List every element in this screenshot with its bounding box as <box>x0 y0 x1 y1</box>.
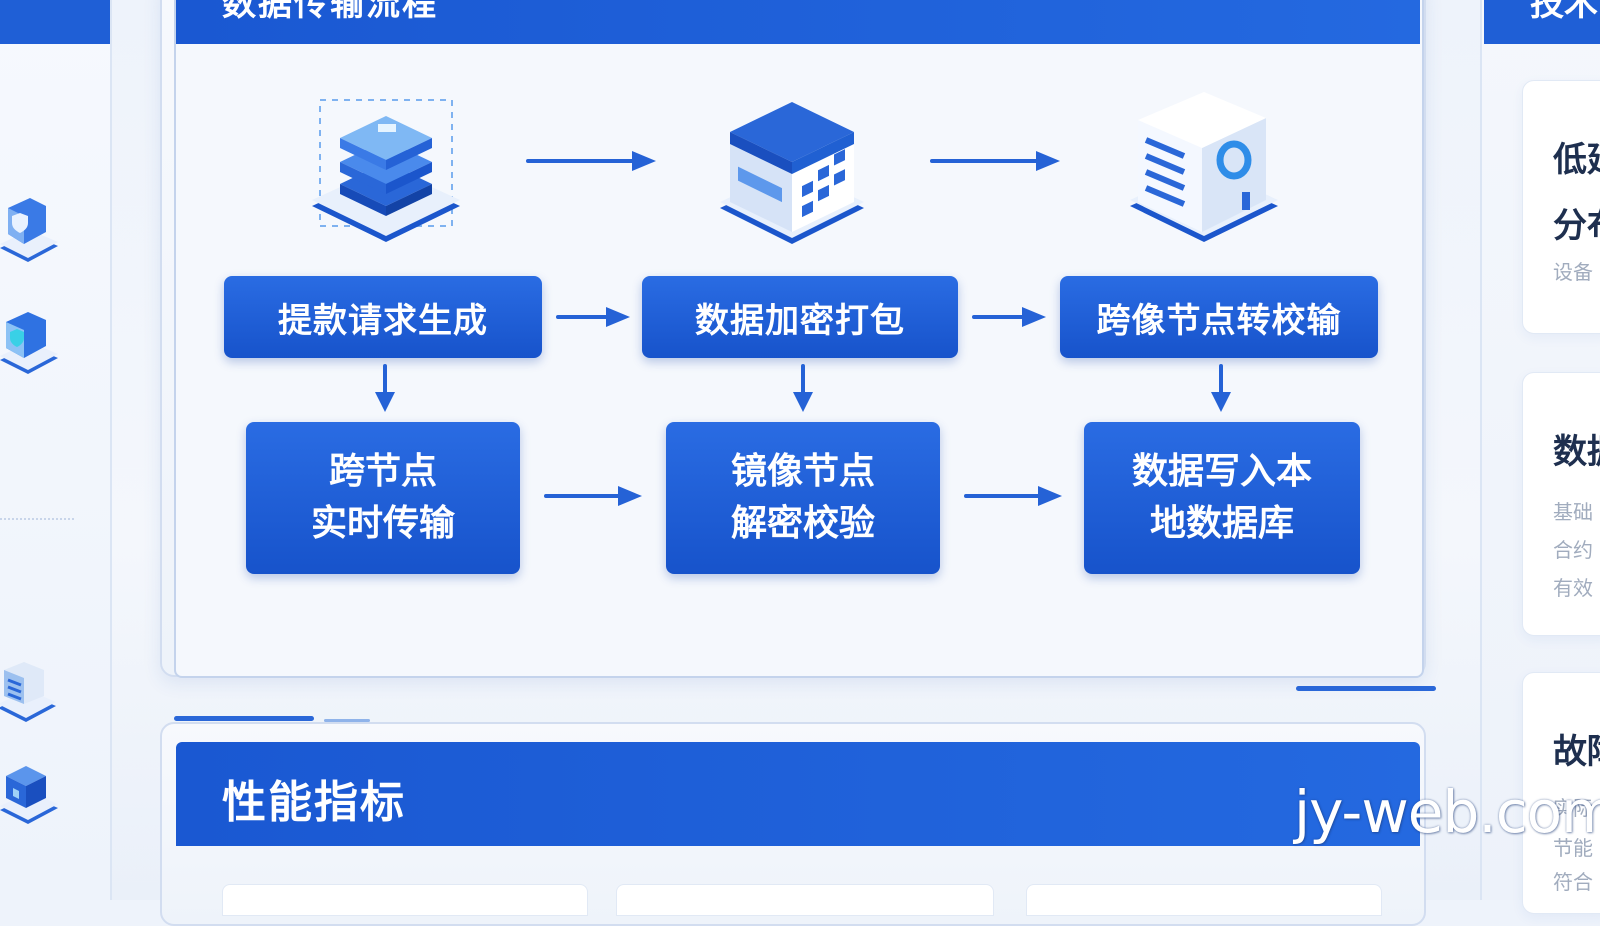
down-arrow-1 <box>375 364 395 412</box>
step-decrypt-verify-line-2: 解密校验 <box>730 503 875 544</box>
left-panel-divider <box>0 518 74 520</box>
left-side-panel <box>0 0 112 900</box>
step-decrypt-verify[interactable]: 镜像节点 解密校验 <box>666 422 940 574</box>
process-header-bar <box>176 0 1420 44</box>
performance-title: 性能指标 <box>222 777 406 828</box>
right-card-3-sub-1: 实际 <box>1553 796 1593 820</box>
step-encrypt-package-label: 数据加密打包 <box>695 300 905 341</box>
step-decrypt-verify-line-1: 镜像节点 <box>730 451 875 492</box>
office-building-icon[interactable] <box>712 88 872 258</box>
step-write-local-db-line-2: 地数据库 <box>1149 503 1294 544</box>
left-panel-header <box>0 0 110 44</box>
step-cross-node-transfer-label: 跨像节点转校输 <box>1096 300 1342 341</box>
right-card-3-sub-2: 节能 <box>1553 836 1593 860</box>
icon-arrow-1 <box>526 151 656 171</box>
step-realtime-transfer-line-1: 跨节点 <box>328 451 437 492</box>
right-card-2-sub-2: 合约 <box>1553 538 1593 562</box>
process-title: 数据传输流程 <box>222 0 438 24</box>
right-card-1-sub-1: 设备 <box>1553 260 1593 284</box>
right-card-1-line-1: 低延 <box>1553 140 1600 180</box>
frame-accent-left <box>174 716 314 721</box>
right-card-2[interactable] <box>1522 372 1600 636</box>
step-cross-node-transfer[interactable]: 跨像节点转校输 <box>1060 276 1378 358</box>
right-card-2-sub-3: 有效 <box>1553 576 1593 600</box>
cube-node-icon[interactable] <box>0 758 64 828</box>
right-card-3-line-1: 故障 <box>1553 732 1600 772</box>
step-withdraw-request[interactable]: 提款请求生成 <box>224 276 542 358</box>
performance-card-3[interactable] <box>1026 884 1382 916</box>
step-encrypt-package[interactable]: 数据加密打包 <box>642 276 958 358</box>
top-arrow-2 <box>972 307 1046 327</box>
step-realtime-transfer-line-2: 实时传输 <box>310 503 455 544</box>
right-card-1-line-2: 分布 <box>1553 206 1600 246</box>
database-tower-icon[interactable] <box>1126 88 1286 258</box>
step-realtime-transfer[interactable]: 跨节点 实时传输 <box>246 422 520 574</box>
top-arrow-1 <box>556 307 630 327</box>
security-node-icon[interactable] <box>0 308 64 378</box>
frame-accent-dash <box>324 719 370 722</box>
right-card-2-sub-1: 基础 <box>1553 500 1593 524</box>
right-panel-header <box>1484 0 1600 44</box>
bottom-arrow-1 <box>544 486 642 506</box>
right-panel-title: 技术 <box>1530 0 1598 24</box>
right-card-1[interactable] <box>1522 80 1600 334</box>
document-stack-icon[interactable] <box>0 656 64 726</box>
step-write-local-db[interactable]: 数据写入本 地数据库 <box>1084 422 1360 574</box>
step-write-local-db-line-1: 数据写入本 <box>1131 451 1312 492</box>
down-arrow-2 <box>793 364 813 412</box>
shield-node-icon[interactable] <box>0 196 64 266</box>
performance-card-1[interactable] <box>222 884 588 916</box>
down-arrow-3 <box>1211 364 1231 412</box>
step-withdraw-request-label: 提款请求生成 <box>278 300 488 341</box>
right-card-3-sub-3: 符合 <box>1553 870 1593 894</box>
icon-arrow-2 <box>930 151 1060 171</box>
performance-header-bar <box>176 742 1420 846</box>
bottom-arrow-2 <box>964 486 1062 506</box>
frame-accent-right <box>1296 686 1436 691</box>
server-stack-icon[interactable] <box>306 88 466 258</box>
performance-card-2[interactable] <box>616 884 994 916</box>
right-card-2-line-1: 数据 <box>1553 432 1600 472</box>
watermark: jy-web.com <box>1294 778 1600 846</box>
right-card-3[interactable] <box>1522 672 1600 914</box>
